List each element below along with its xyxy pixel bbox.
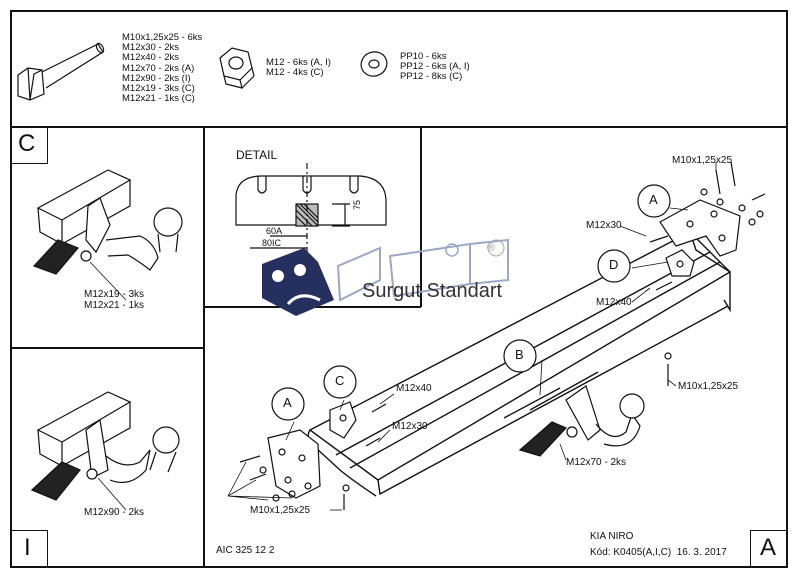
variant-i-box [10,530,48,568]
logo-mark [262,248,334,316]
variant-i-hitch [30,391,180,501]
logo-dot [445,243,459,257]
washer-item: PP12 - 6ks (A, I) [400,61,470,73]
detail-drawing [235,163,387,260]
label-m12x30-mid: M12x30 [392,421,428,432]
nut-item: M12 - 4ks (C) [266,67,324,79]
variant-i-letter: I [24,534,31,561]
washer-item: PP10 - 6ks [400,51,447,62]
header-divider [10,126,788,128]
callout-a-top: A [649,192,658,207]
callout-d: D [609,257,619,272]
logo-registered-circle [487,239,505,257]
watermark-text: Surgut Standart [362,280,503,302]
variant-c-hitch [32,169,183,275]
left-bracket [267,429,321,499]
detail-right-border [420,126,422,307]
bolt-list: M10x1,25x25 - 6ks M12x30 - 2ks M12x40 - … [122,32,203,105]
detail-dim-80ic: 80IC [262,238,282,248]
bolt-item: M12x19 - 3ks (C) [122,83,195,95]
variant-c-bolt-1: M12x19 - 3ks [84,289,145,300]
detail-dim-60a: 60A [266,226,283,236]
callout-c: C [335,373,345,388]
callout-a-top-circle [637,184,671,218]
callout-a-bottom-circle [271,387,305,421]
nut-icon [219,47,255,89]
drawing-kod-date: Kód: K0405(A,I,C) 16. 3. 2017 [590,547,727,558]
variant-i-bolt: M12x90 - 2ks [84,507,145,518]
bolt-item: M12x40 - 2ks [122,52,180,64]
callout-a-bottom: A [283,395,292,410]
callout-b-circle [503,339,537,373]
washer-item: PP12 - 8ks (C) [400,71,463,83]
washer-list: PP10 - 6ks PP12 - 6ks (A, I) PP12 - 8ks … [400,51,470,83]
washer-icon [360,51,388,77]
callout-d-circle [597,249,631,283]
callout-c-circle [323,365,357,399]
bolt-item: M12x90 - 2ks (I) [122,72,191,84]
watermark-registered-mark: ® [487,242,496,254]
left-column-divider [203,126,205,568]
bolt-symbols [239,161,766,510]
label-m10-bottom: M10x1,25x25 [250,505,311,516]
bolt-item: M12x30 - 2ks [122,42,180,54]
d-bracket [665,249,695,277]
drawing-frame [10,10,788,568]
vehicle-model: KIA NIRO [590,531,634,542]
variant-c-bolt-2: M12x21 - 1ks [84,300,145,311]
label-m10-right: M10x1,25x25 [678,381,739,392]
tow-ball [518,385,645,457]
variant-c-box [10,126,48,164]
nut-list: M12 - 6ks (A, I) M12 - 4ks (C) [266,57,331,79]
leader-lines [89,162,717,511]
detail-title: DETAIL [236,148,278,162]
label-m12x40-mid: M12x40 [396,383,432,394]
right-bracket [659,199,741,257]
variant-a-box [750,530,788,568]
label-m12x70: M12x70 - 2ks [566,457,627,468]
callout-b: B [515,347,524,362]
nut-item: M12 - 6ks (A, I) [266,57,331,68]
label-m12x30-top: M12x30 [586,220,622,231]
c-bracket [329,401,357,439]
drawing-code: AIC 325 12 2 [216,545,275,556]
label-m10-top: M10x1,25x25 [672,155,733,166]
bolt-item: M12x70 - 2ks (A) [122,62,195,74]
bolt-icon [17,42,105,101]
label-m12x40-top: M12x40 [596,297,632,308]
bolt-item: M10x1,25x25 - 6ks [122,32,203,43]
variant-c-letter: C [18,130,36,157]
detail-dim-75: 75 [352,199,362,210]
variant-a-letter: A [760,534,777,561]
logo-letters [336,238,509,302]
bolt-item: M12x21 - 1ks (C) [122,93,195,105]
left-panel-divider [10,347,203,349]
